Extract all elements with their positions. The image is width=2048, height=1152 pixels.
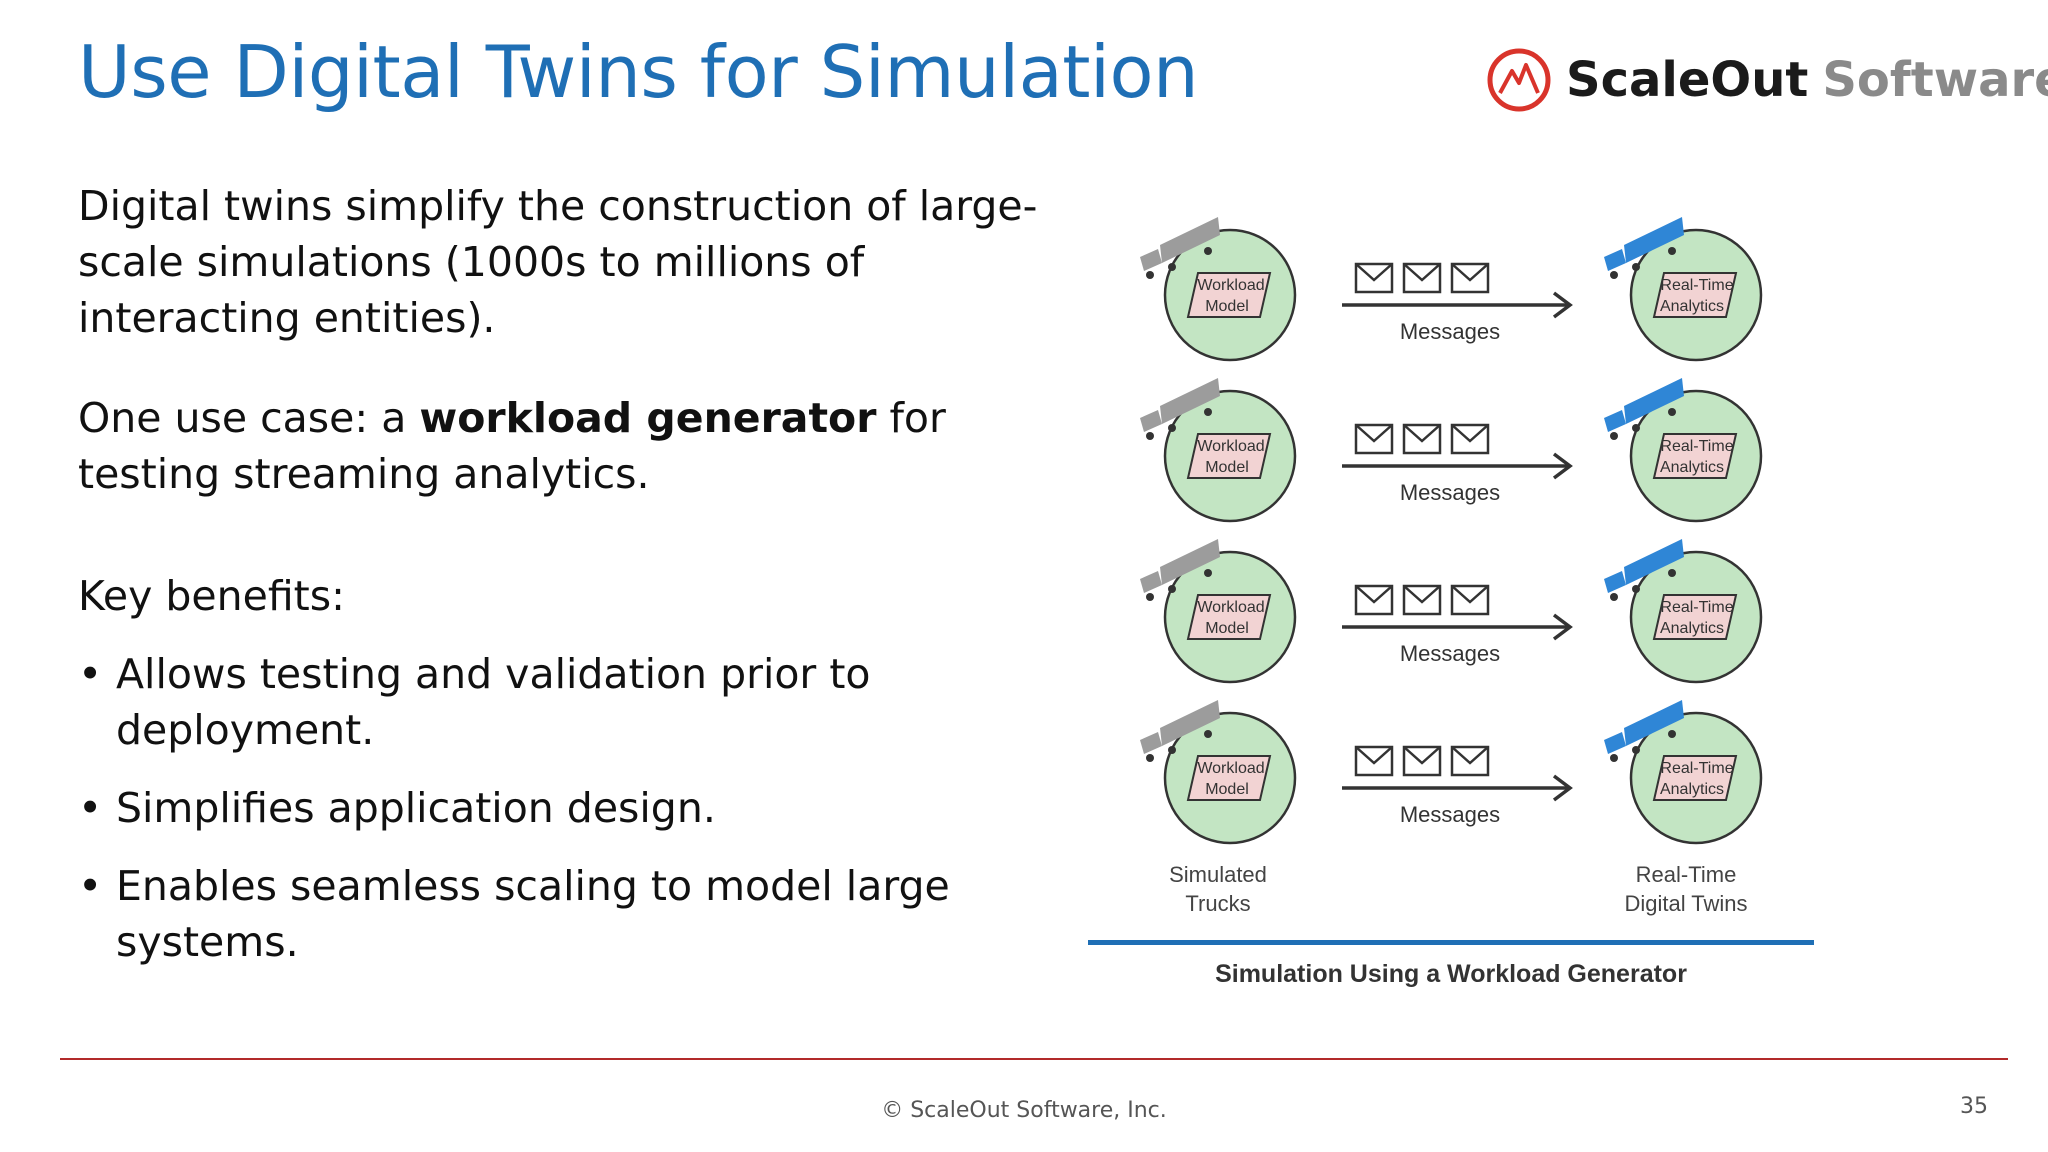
arrow-right-icon <box>1342 613 1573 641</box>
right-caption-line2: Digital Twins <box>1624 891 1747 916</box>
analytics-box <box>1652 594 1738 640</box>
benefits-heading: Key benefits: <box>78 572 345 620</box>
analytics-label-line2: Analytics <box>1660 298 1724 315</box>
workload-model-box <box>1186 433 1272 479</box>
mountain-logo-icon <box>1487 48 1551 112</box>
use-case-text-end: for testing streaming analytics. <box>78 394 946 498</box>
analytics-box <box>1652 272 1738 318</box>
use-case-text-start: One use case: a <box>78 394 420 442</box>
intro-paragraph: Digital twins simplify the construction … <box>78 182 1038 342</box>
envelope-icon <box>1450 584 1490 616</box>
envelope-icon <box>1402 423 1442 455</box>
messages-label: Messages <box>1400 641 1500 666</box>
benefit-item: • Enables seamless scaling to model large… <box>78 858 1038 970</box>
left-caption-line1: Simulated <box>1169 862 1267 887</box>
envelope-icon <box>1402 262 1442 294</box>
benefit-text: Simplifies application design. <box>116 784 716 832</box>
workload-model-label-line1: Workload <box>1197 277 1264 294</box>
bullet-icon: • <box>78 650 103 698</box>
copyright-footer: © ScaleOut Software, Inc. <box>881 1098 1167 1123</box>
workload-generator-diagram: WorkloadModelMessagesReal-TimeAnalyticsW… <box>1088 217 1814 988</box>
bullet-icon: • <box>78 784 103 832</box>
diagram-title-underline <box>1088 940 1814 945</box>
arrow-right-icon <box>1342 452 1573 480</box>
benefits-list: • Allows testing and validation prior to … <box>78 646 1038 970</box>
slide-body: Digital twins simplify the construction … <box>78 178 1038 970</box>
workload-model-label-line2: Model <box>1205 620 1249 637</box>
logo-text-scaleout: ScaleOut <box>1566 52 1809 108</box>
workload-model-box <box>1186 755 1272 801</box>
envelope-icon <box>1450 745 1490 777</box>
diagram-title: Simulation Using a Workload Generator <box>1215 960 1687 988</box>
analytics-box <box>1652 755 1738 801</box>
workload-model-label-line1: Workload <box>1197 760 1264 777</box>
arrow-right-icon <box>1342 291 1573 319</box>
messages-label: Messages <box>1400 319 1500 344</box>
analytics-label-line2: Analytics <box>1660 781 1724 798</box>
footer-divider <box>60 1058 2008 1060</box>
messages-label: Messages <box>1400 480 1500 505</box>
use-case-bold-term: workload generator <box>419 394 877 442</box>
slide-title: Use Digital Twins for Simulation <box>78 30 1199 114</box>
envelope-icon <box>1402 584 1442 616</box>
logo-text-software: Software <box>1822 52 2048 108</box>
benefit-item: • Allows testing and validation prior to … <box>78 646 1038 758</box>
analytics-label-line2: Analytics <box>1660 620 1724 637</box>
arrow-right-icon <box>1342 774 1573 802</box>
envelope-icon <box>1450 262 1490 294</box>
analytics-box <box>1652 433 1738 479</box>
workload-model-label-line2: Model <box>1205 298 1249 315</box>
analytics-label-line1: Real-Time <box>1660 277 1733 294</box>
page-number: 35 <box>1960 1094 1988 1119</box>
diagram-rows: WorkloadModelMessagesReal-TimeAnalyticsW… <box>1140 217 1763 845</box>
envelope-icon <box>1354 745 1394 777</box>
analytics-label-line1: Real-Time <box>1660 599 1733 616</box>
workload-model-label-line2: Model <box>1205 781 1249 798</box>
workload-model-label-line2: Model <box>1205 459 1249 476</box>
envelope-icon <box>1450 423 1490 455</box>
analytics-label-line1: Real-Time <box>1660 438 1733 455</box>
scaleout-logo: ScaleOut Software <box>1486 44 2048 116</box>
workload-model-label-line1: Workload <box>1197 438 1264 455</box>
analytics-label-line2: Analytics <box>1660 459 1724 476</box>
envelope-icon <box>1354 423 1394 455</box>
workload-model-label-line1: Workload <box>1197 599 1264 616</box>
analytics-label-line1: Real-Time <box>1660 760 1733 777</box>
benefit-text: Enables seamless scaling to model large … <box>116 862 950 966</box>
use-case-paragraph: One use case: a workload generator for t… <box>78 390 1038 502</box>
workload-model-box <box>1186 272 1272 318</box>
envelope-icon <box>1402 745 1442 777</box>
bullet-icon: • <box>78 862 103 910</box>
right-caption-line1: Real-Time <box>1636 862 1737 887</box>
benefit-item: • Simplifies application design. <box>78 780 1038 836</box>
benefit-text: Allows testing and validation prior to d… <box>116 650 871 754</box>
workload-model-box <box>1186 594 1272 640</box>
left-caption-line2: Trucks <box>1185 891 1250 916</box>
messages-label: Messages <box>1400 802 1500 827</box>
envelope-icon <box>1354 262 1394 294</box>
envelope-icon <box>1354 584 1394 616</box>
